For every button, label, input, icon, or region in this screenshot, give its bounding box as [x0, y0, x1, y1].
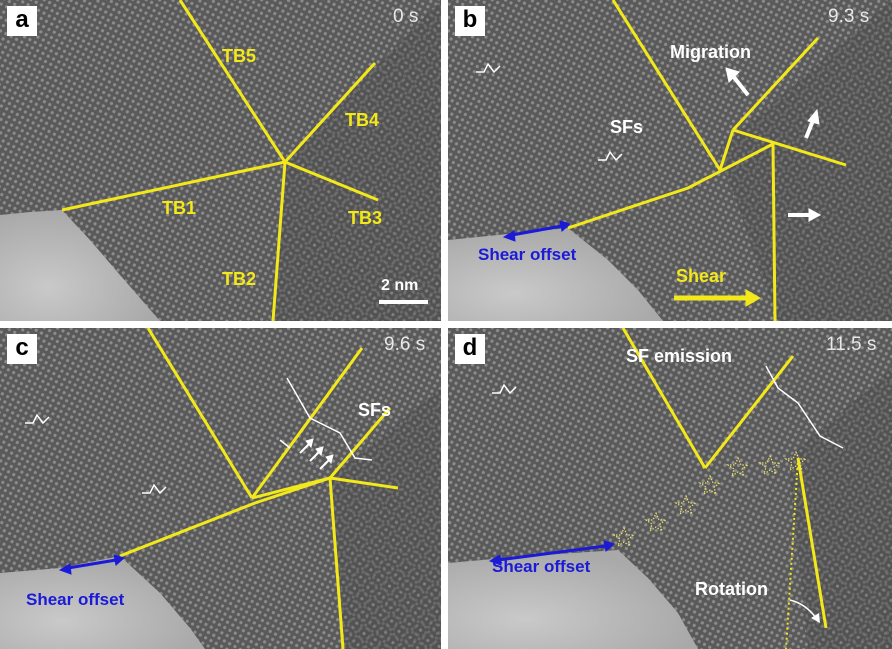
tb5-label: TB5 — [222, 46, 257, 66]
panel-c: c 9.6 s SFs Shear offset — [0, 328, 441, 649]
panel-a: a 0 s TB5 TB4 TB1 TB3 TB2 2 nm — [0, 0, 441, 321]
shear-label: Shear — [676, 266, 727, 286]
sfs-label: SFs — [358, 400, 392, 420]
micrograph-d — [448, 328, 892, 649]
panel-d: d 11.5 s SF emission Shear offset Rotati… — [448, 328, 892, 649]
annotations-d — [488, 328, 844, 649]
shear-offset-label: Shear offset — [26, 590, 125, 609]
panel-b: b 9.3 s Migration SFs Shear offset Shear — [448, 0, 892, 321]
scale-bar-label: 2 nm — [381, 277, 419, 294]
panel-label: b — [455, 6, 485, 36]
boundaries-a — [61, 0, 428, 321]
timestamp: 9.6 s — [384, 334, 426, 355]
panel-label: d — [455, 334, 485, 364]
tb4-label: TB4 — [345, 110, 380, 130]
shear-offset-label: Shear offset — [478, 245, 577, 264]
sfs-label: SFs — [610, 117, 644, 137]
rotation-label: Rotation — [695, 579, 768, 599]
annotations-b — [476, 0, 847, 321]
timestamp: 11.5 s — [826, 334, 877, 355]
timestamp: 0 s — [393, 6, 419, 27]
tb1-label: TB1 — [162, 198, 197, 218]
micrograph-a — [0, 0, 441, 321]
sf-emission-label: SF emission — [626, 346, 733, 366]
tb2-label: TB2 — [222, 269, 257, 289]
micrograph-b — [448, 0, 892, 321]
timestamp: 9.3 s — [828, 6, 870, 27]
annotations-c — [25, 328, 399, 649]
panel-label: a — [7, 6, 37, 36]
panel-label: c — [7, 334, 37, 364]
tb3-label: TB3 — [348, 208, 383, 228]
micrograph-c — [0, 328, 441, 649]
shear-offset-label: Shear offset — [492, 557, 591, 576]
migration-label: Migration — [670, 42, 751, 62]
